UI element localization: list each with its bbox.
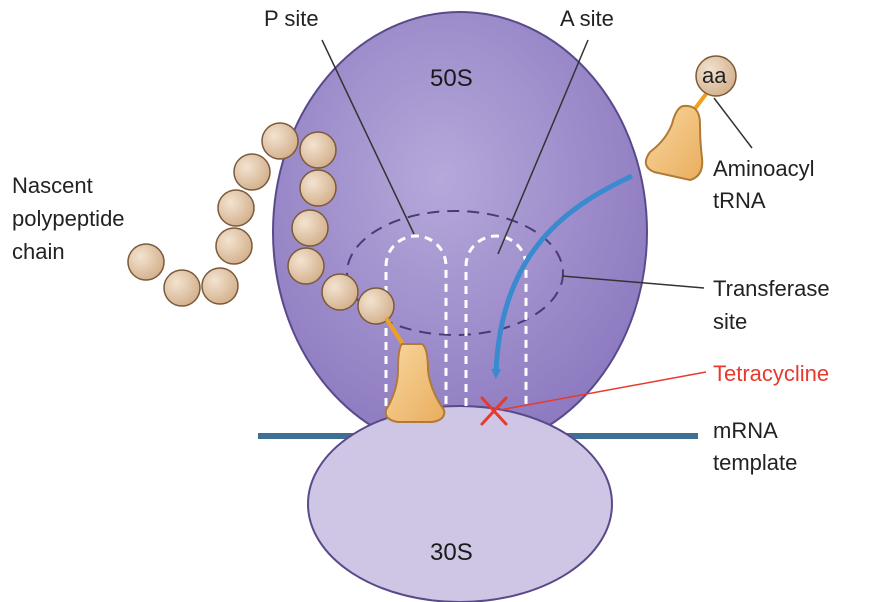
p-site-trna <box>384 343 446 423</box>
transferase-leader <box>561 275 705 289</box>
amino-acid-label: aa <box>702 63 727 88</box>
a-site-leader <box>497 39 589 255</box>
nascent-label-line1: Nascent <box>12 173 93 198</box>
p-site-label: P site <box>264 6 319 31</box>
p-site-pocket <box>384 234 448 406</box>
peptide-bead <box>287 247 325 285</box>
amino-acid-bead <box>695 55 737 97</box>
aminoacyl-trna <box>644 104 704 182</box>
peptide-bead <box>291 209 329 247</box>
small-subunit-label: 30S <box>430 539 473 566</box>
large-subunit-label: 50S <box>430 65 473 92</box>
peptide-bead <box>299 131 337 169</box>
peptide-bead <box>127 243 165 281</box>
aminoacyl-label-line1: Aminoacyl <box>713 156 814 181</box>
nascent-label-line2: polypeptide <box>12 206 125 231</box>
transferase-label-line1: Transferase <box>713 276 830 301</box>
aminoacyl-link <box>692 92 708 112</box>
peptide-bead <box>215 227 253 265</box>
small-subunit-30s <box>307 405 613 602</box>
a-site-label: A site <box>560 6 614 31</box>
nascent-label-line3: chain <box>12 239 65 264</box>
mrna-label-line2: template <box>713 450 797 475</box>
nascent-polypeptide-chain <box>127 122 395 325</box>
peptide-bead <box>217 189 255 227</box>
aminoacyl-leader <box>713 97 753 149</box>
aminoacyl-label-line2: tRNA <box>713 188 766 213</box>
transferase-label-line2: site <box>713 309 747 334</box>
peptide-bead <box>321 273 359 311</box>
peptide-bead <box>233 153 271 191</box>
p-site-leader <box>321 39 415 235</box>
peptide-bead <box>299 169 337 207</box>
mrna-label-line1: mRNA <box>713 418 778 443</box>
tetracycline-leader <box>499 371 707 411</box>
peptide-bead <box>357 287 395 325</box>
peptide-bead <box>163 269 201 307</box>
peptidyl-link <box>384 316 406 348</box>
peptide-bead <box>201 267 239 305</box>
peptide-bead <box>261 122 299 160</box>
tetracycline-label: Tetracycline <box>713 361 829 386</box>
tetracycline-block-mark <box>480 396 508 426</box>
trna-entry-arrow <box>491 173 634 379</box>
a-site-pocket <box>464 234 528 406</box>
transferase-site-outline <box>346 210 564 336</box>
